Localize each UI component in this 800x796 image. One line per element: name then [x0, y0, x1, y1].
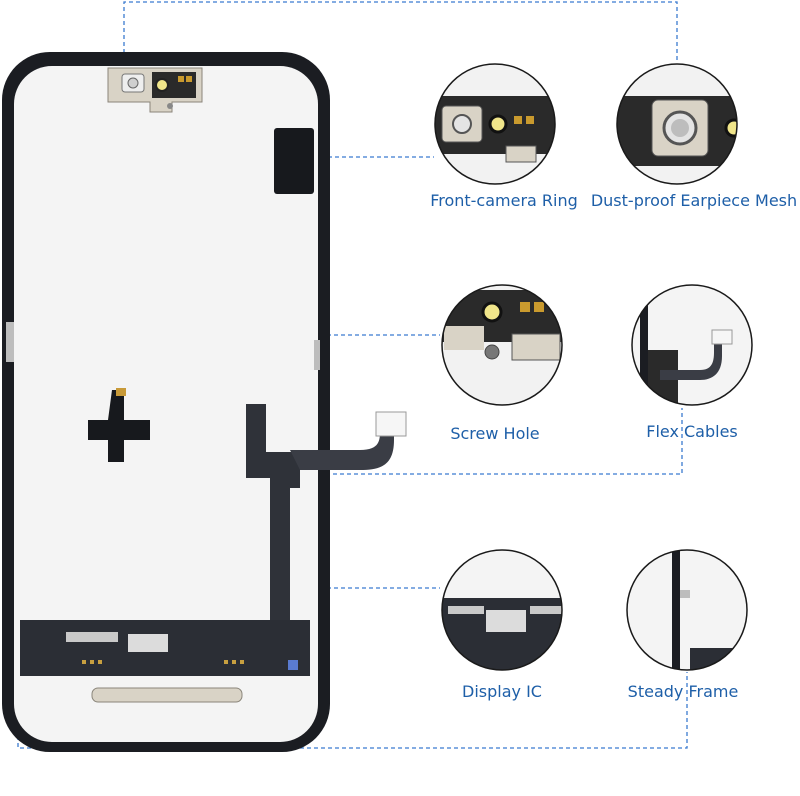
flex-cable	[290, 420, 394, 470]
phone-assembly	[2, 52, 407, 752]
zoom-circle-steady-frame	[626, 549, 748, 671]
callout-label-flex-cables: Flex Cables	[646, 422, 738, 441]
callout-label-front-camera-ring: Front-camera Ring	[430, 191, 578, 210]
screw-hole	[167, 103, 173, 109]
zoom-circle-front-camera	[434, 63, 556, 185]
flex-cable-main	[20, 404, 300, 640]
callout-label-steady-frame: Steady Frame	[627, 682, 739, 701]
zoom-circle-flex-cables	[631, 284, 753, 406]
display-ic	[128, 634, 168, 652]
callout-label-dust-proof-earpiece-mesh: Dust-proof Earpiece Mesh	[590, 191, 798, 210]
guide-line-frame	[17, 610, 688, 749]
callout-label-display-ic: Display IC	[462, 682, 542, 701]
zoom-circle-display-ic	[441, 549, 563, 671]
display-ic-chip	[66, 632, 118, 642]
callout-label-screw-hole: Screw Hole	[450, 424, 540, 443]
guide-line-earpiece	[123, 1, 678, 62]
zoom-circle-earpiece	[616, 63, 738, 185]
guide-line-flex	[305, 408, 683, 475]
zoom-circle-screw-hole	[441, 284, 563, 406]
display-panel	[14, 66, 318, 742]
